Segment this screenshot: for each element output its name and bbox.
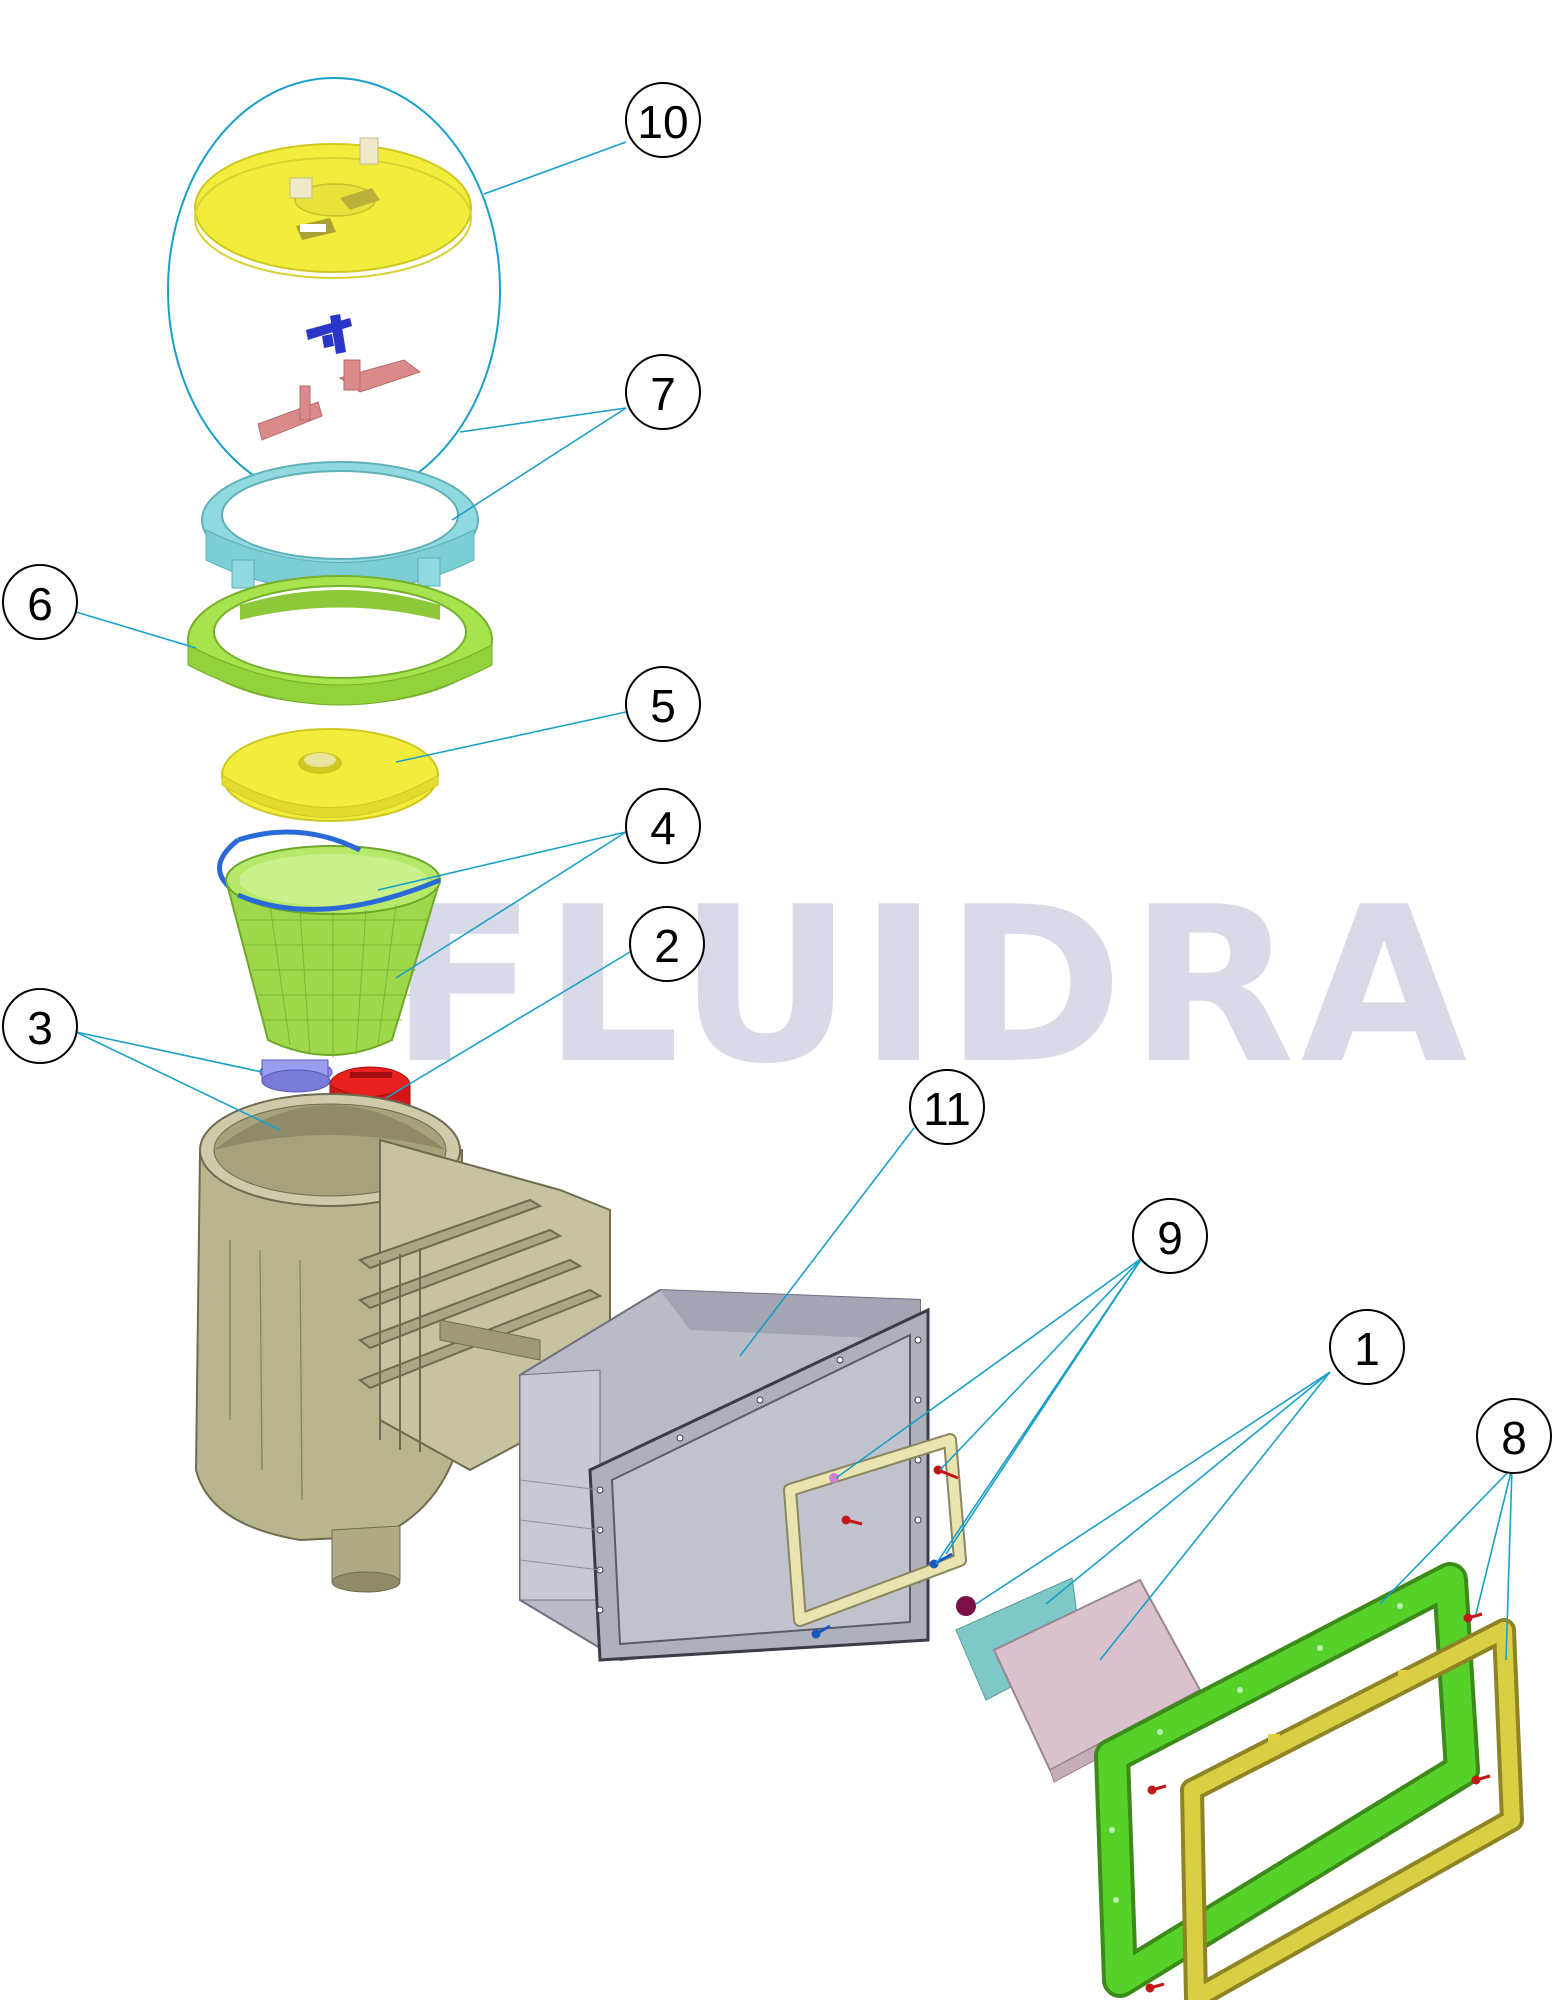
callout-7-label: 7 xyxy=(650,368,676,420)
callout-11-label: 11 xyxy=(923,1083,971,1135)
fluidra-watermark: FLUIDRA xyxy=(390,860,1473,1111)
callout-9: 9 xyxy=(1132,1198,1208,1274)
callout-2: 2 xyxy=(629,906,705,982)
callout-5-label: 5 xyxy=(650,680,676,732)
weir-flap xyxy=(955,1577,1205,1783)
callout-5: 5 xyxy=(625,666,701,742)
callout-6: 6 xyxy=(2,564,78,640)
adapter-ring xyxy=(201,461,479,593)
mouth-extension xyxy=(519,1288,930,1662)
callout-4: 4 xyxy=(625,788,701,864)
leader-lines xyxy=(75,141,1513,1661)
callout-4-label: 4 xyxy=(650,802,676,854)
callout-7: 7 xyxy=(625,354,701,430)
callout-3-label: 3 xyxy=(27,1002,53,1054)
callout-11: 11 xyxy=(909,1069,985,1145)
callout-8-label: 8 xyxy=(1501,1412,1527,1464)
callout-1-label: 1 xyxy=(1354,1323,1380,1375)
lid-assembly xyxy=(167,77,501,503)
inner-frame xyxy=(783,1433,967,1639)
faceplate-frames xyxy=(1094,1562,1524,2000)
callout-3: 3 xyxy=(2,988,78,1064)
float-plate xyxy=(221,728,439,822)
callout-10: 10 xyxy=(625,82,701,158)
skimmer-collar xyxy=(187,575,493,706)
strainer-basket xyxy=(217,829,442,1058)
callout-9-label: 9 xyxy=(1157,1212,1183,1264)
callout-8: 8 xyxy=(1476,1398,1552,1474)
callout-10-label: 10 xyxy=(637,96,688,148)
callout-1: 1 xyxy=(1329,1309,1405,1385)
callout-2-label: 2 xyxy=(654,920,680,972)
callout-6-label: 6 xyxy=(27,578,53,630)
